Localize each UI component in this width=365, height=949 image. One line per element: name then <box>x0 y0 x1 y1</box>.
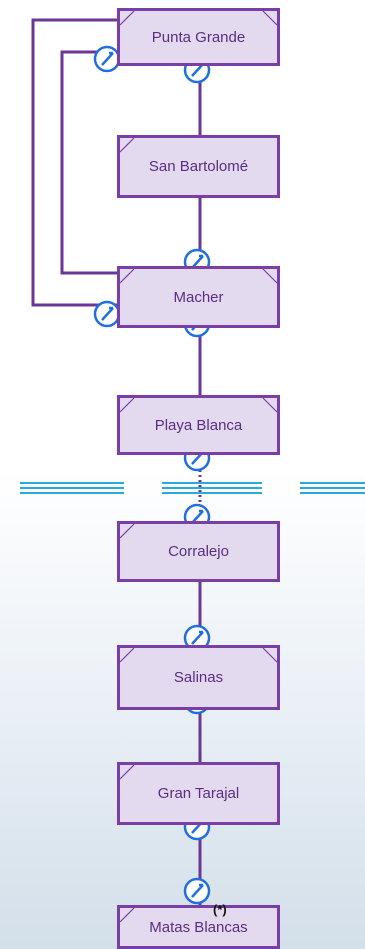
node-label: Salinas <box>173 669 224 686</box>
corner-mark-icon <box>119 647 135 663</box>
node-label: Corralejo <box>168 543 229 560</box>
node-label: Playa Blanca <box>154 416 243 434</box>
breaker-icon[interactable] <box>183 877 211 905</box>
node-playa-blanca[interactable]: Playa Blanca <box>117 395 280 455</box>
corner-mark-icon <box>119 137 135 153</box>
node-salinas[interactable]: Salinas <box>117 645 280 710</box>
line-inner-loop <box>60 50 118 275</box>
node-label: San Bartolomé <box>148 158 249 175</box>
corner-mark-icon <box>119 10 135 26</box>
line-outer-loop <box>31 18 118 307</box>
node-matas-blancas[interactable]: Matas Blancas <box>117 905 280 949</box>
corner-mark-icon <box>119 907 135 923</box>
node-macher[interactable]: Macher <box>117 266 280 328</box>
corner-mark-icon <box>262 268 278 284</box>
corner-mark-icon <box>119 268 135 284</box>
corner-mark-icon <box>262 10 278 26</box>
node-san-bartolome[interactable]: San Bartolomé <box>117 135 280 198</box>
node-label: Punta Grande <box>151 28 246 46</box>
corner-mark-icon <box>262 647 278 663</box>
node-label: Macher <box>173 288 224 306</box>
node-punta-grande[interactable]: Punta Grande <box>117 8 280 66</box>
breaker-icon[interactable] <box>183 624 211 652</box>
sea-link-marks <box>20 482 365 494</box>
node-label: Matas Blancas <box>149 918 248 936</box>
breaker-icon[interactable] <box>93 300 121 328</box>
node-corralejo[interactable]: Corralejo <box>117 521 280 582</box>
node-gran-tarajal[interactable]: Gran Tarajal <box>117 762 280 825</box>
breaker-icon[interactable] <box>93 45 121 73</box>
corner-mark-icon <box>262 397 278 413</box>
footnote-marker: (*) <box>213 902 227 917</box>
corner-mark-icon <box>119 764 135 780</box>
node-label: Gran Tarajal <box>157 785 240 802</box>
corner-mark-icon <box>119 397 135 413</box>
corner-mark-icon <box>119 523 135 539</box>
